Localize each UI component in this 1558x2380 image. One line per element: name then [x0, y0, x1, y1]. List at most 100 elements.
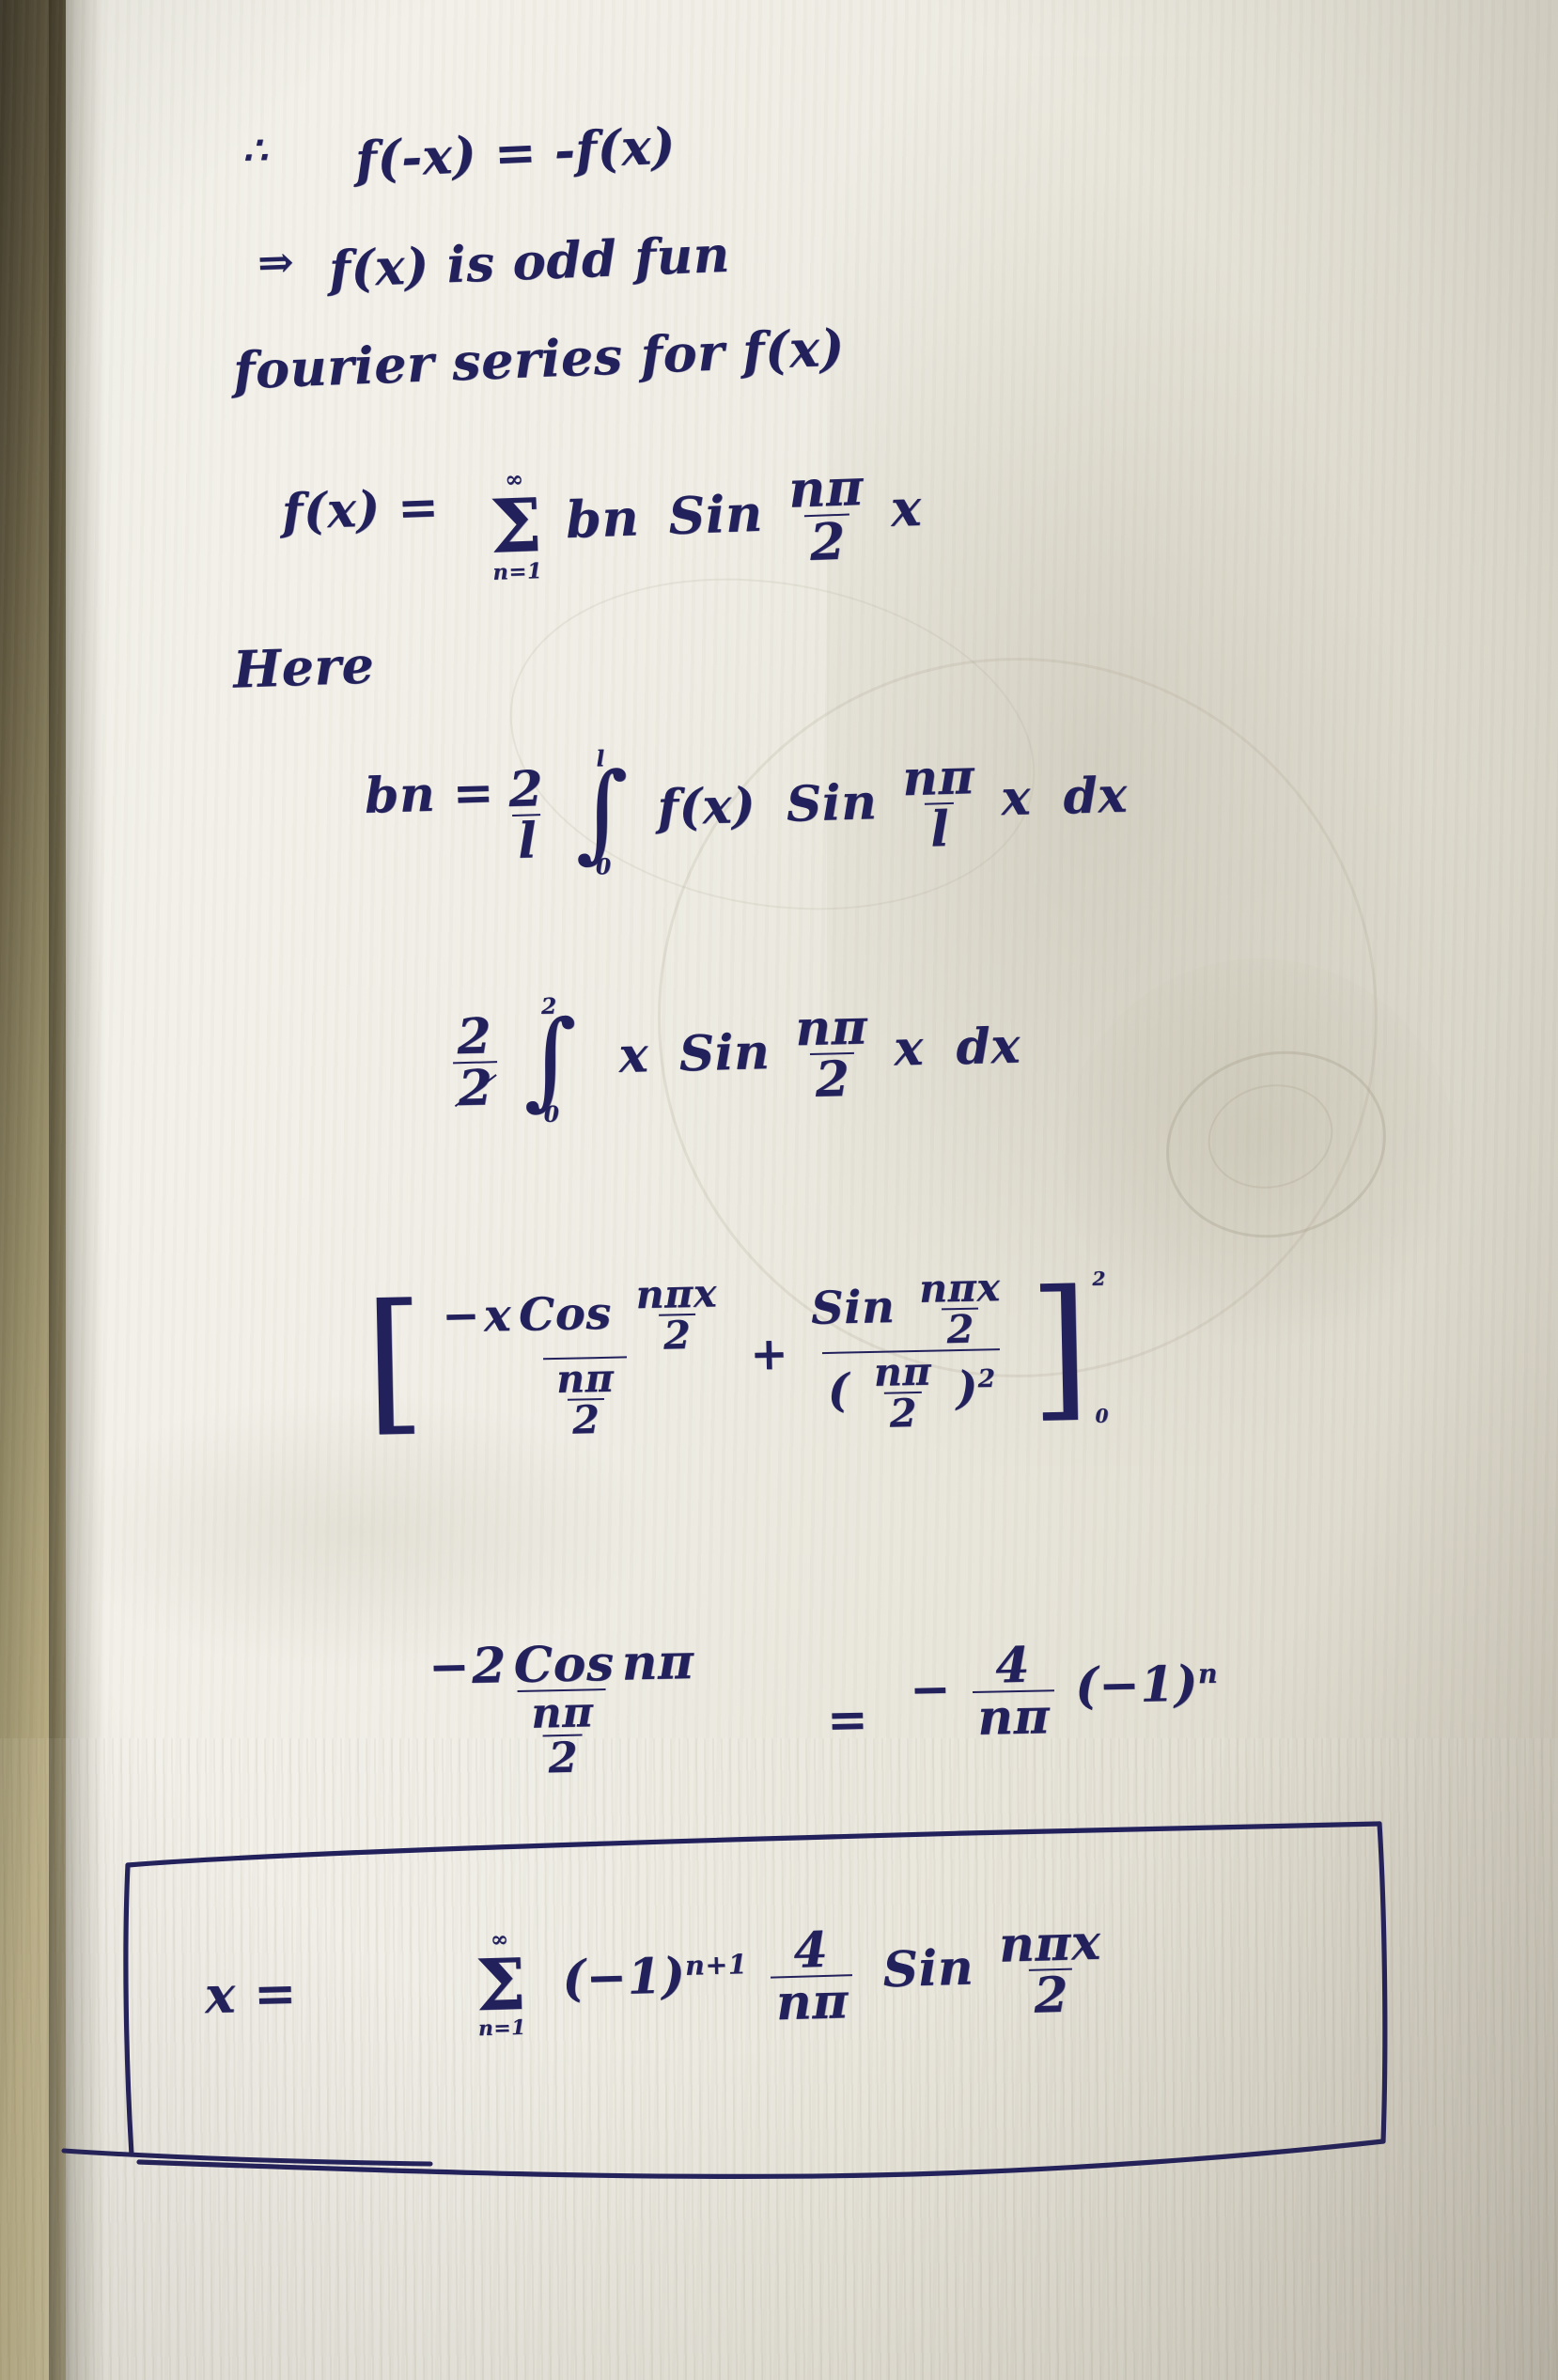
angle-denominator: l: [925, 801, 956, 859]
evaluation-lower-limit: 0: [1095, 1405, 1110, 1428]
integral-lower-limit: 0: [595, 853, 613, 880]
two-over-l-fraction: 2 l: [504, 760, 551, 870]
plus-sign: +: [749, 1328, 789, 1381]
bn-formula-lhs: bn =: [364, 764, 495, 825]
angle-numerator: nπ: [901, 748, 975, 808]
evaluation-upper-limit: 2: [1092, 1267, 1107, 1291]
sine-operator: Sin: [881, 1938, 974, 1999]
sin-angle-fraction: nπx 2: [993, 1913, 1107, 2024]
fraction-numerator: 4: [994, 1636, 1031, 1695]
minus-one-base: (−1): [561, 1947, 687, 2008]
minus-sign: −: [428, 1638, 471, 1696]
sigma-icon: Σ: [488, 481, 544, 570]
summation-operator: ∞ Σ n=1: [474, 1927, 528, 2042]
npi-over-two: nπ 2: [526, 1687, 600, 1782]
paren-open: (: [827, 1364, 850, 1418]
sigma-icon: Σ: [474, 1941, 528, 2028]
summation-lower-limit: n=1: [491, 559, 543, 585]
cos-argument: nπ: [620, 1633, 695, 1692]
denominator-denominator: 2: [567, 1396, 605, 1443]
variable-x: x: [1000, 769, 1032, 828]
npi-over-two: nπ 2: [868, 1347, 937, 1437]
sine-operator: Sin: [678, 1022, 771, 1083]
fraction-numerator: 2: [507, 760, 544, 819]
evaluated-bn-rhs: − 4 nπ (−1)n: [909, 1636, 1220, 1747]
denominator-numerator: nπ: [873, 1347, 932, 1396]
second-term-denominator: ( nπ 2 )2: [821, 1347, 1002, 1437]
npi-over-two: nπ 2: [552, 1354, 620, 1443]
differential-dx: dx: [1062, 766, 1129, 826]
sin-angle-numerator: nπx: [998, 1913, 1102, 1974]
denominator-numerator: nπ: [555, 1354, 615, 1403]
angle-numerator: nπ: [794, 998, 868, 1058]
denominator-numerator: nπ: [530, 1687, 594, 1738]
minus-one-exponent: n+1: [684, 1948, 748, 1982]
summation-lower-limit: n=1: [477, 2015, 527, 2042]
fourier-series-lhs: f(x) =: [280, 478, 441, 541]
definite-integral: l ∫ 0: [572, 745, 631, 880]
fraction-numerator: 4: [792, 1921, 830, 1980]
bracket-close: ]: [1027, 1258, 1092, 1438]
numeric-two: 2: [471, 1637, 507, 1695]
function-fx: f(x): [656, 776, 756, 837]
four-over-npi: 4 nπ: [770, 1921, 854, 2031]
cos-angle-numerator: nπx: [635, 1269, 718, 1318]
sin-angle-fraction: nπx 2: [914, 1264, 1006, 1352]
differential-dx: dx: [955, 1017, 1021, 1077]
final-answer-lhs: x =: [204, 1962, 298, 2026]
angle-fraction: nπ l: [897, 748, 982, 859]
fraction-denominator: nπ: [771, 1972, 854, 2031]
second-term-fraction: Sin nπx 2 ( nπ 2 )2: [805, 1264, 1016, 1437]
denominator-denominator: 2: [884, 1390, 923, 1437]
bn-formula-rhs: 2 l l ∫ 0 f(x) Sin nπ l x dx: [499, 734, 1130, 881]
angle-fraction: nπ 2: [790, 998, 874, 1109]
minus-sign: −: [909, 1660, 952, 1719]
cosine-operator: Cos: [518, 1286, 613, 1342]
summation-operator: ∞ Σ n=1: [488, 466, 544, 585]
cos-angle-denominator: 2: [658, 1312, 696, 1359]
bracket-open: [: [363, 1271, 428, 1452]
variable-x: x: [893, 1019, 925, 1078]
integrand-x: x: [617, 1026, 649, 1084]
square-exponent: 2: [977, 1364, 996, 1394]
first-term-denominator: nπ 2: [542, 1354, 629, 1443]
denominator-denominator: 2: [542, 1732, 584, 1782]
coefficient-bn: bn: [564, 487, 641, 551]
sin-angle-denominator: 2: [1028, 1966, 1074, 2024]
minus-sign: −: [441, 1289, 481, 1344]
sine-operator: Sin: [667, 482, 764, 547]
paper-edge-shadow: [49, 0, 105, 2380]
evaluated-denominator: nπ 2: [517, 1687, 608, 1782]
sin-angle-numerator: nπx: [918, 1264, 1001, 1312]
integral-icon: ∫: [521, 998, 580, 1122]
angle-fraction: nπ 2: [783, 456, 871, 572]
four-over-npi: 4 nπ: [972, 1636, 1055, 1747]
implies-symbol: ⇒: [257, 236, 295, 288]
cosine-operator: Cos: [513, 1634, 615, 1695]
cos-angle-fraction: nπx 2: [631, 1269, 723, 1359]
label-here: Here: [231, 634, 376, 700]
bn-substituted-integral: 2 2 2 ∫ 0 x Sin nπ 2 x dx: [447, 985, 1021, 1128]
angle-denominator: 2: [803, 511, 851, 572]
fraction-denominator-cancelled: 2: [453, 1060, 499, 1117]
answer-box-border: [61, 1821, 1396, 2201]
final-answer-series: ∞ Σ n=1 (−1)n+1 4 nπ Sin nπx 2: [468, 1913, 1111, 2041]
sine-operator: Sin: [810, 1281, 896, 1335]
fraction-numerator: 2: [456, 1007, 492, 1066]
minus-one-exponent: n: [1197, 1657, 1219, 1690]
angle-numerator: nπ: [787, 456, 865, 520]
angle-denominator: 2: [810, 1050, 856, 1109]
two-over-two-fraction: 2 2: [452, 1007, 499, 1117]
sin-angle-denominator: 2: [942, 1306, 980, 1352]
sine-operator: Sin: [785, 772, 879, 833]
therefore-symbol: ∴: [241, 127, 269, 174]
integral-lower-limit: 0: [543, 1100, 560, 1128]
second-term-numerator: Sin nπx 2: [805, 1264, 1015, 1353]
